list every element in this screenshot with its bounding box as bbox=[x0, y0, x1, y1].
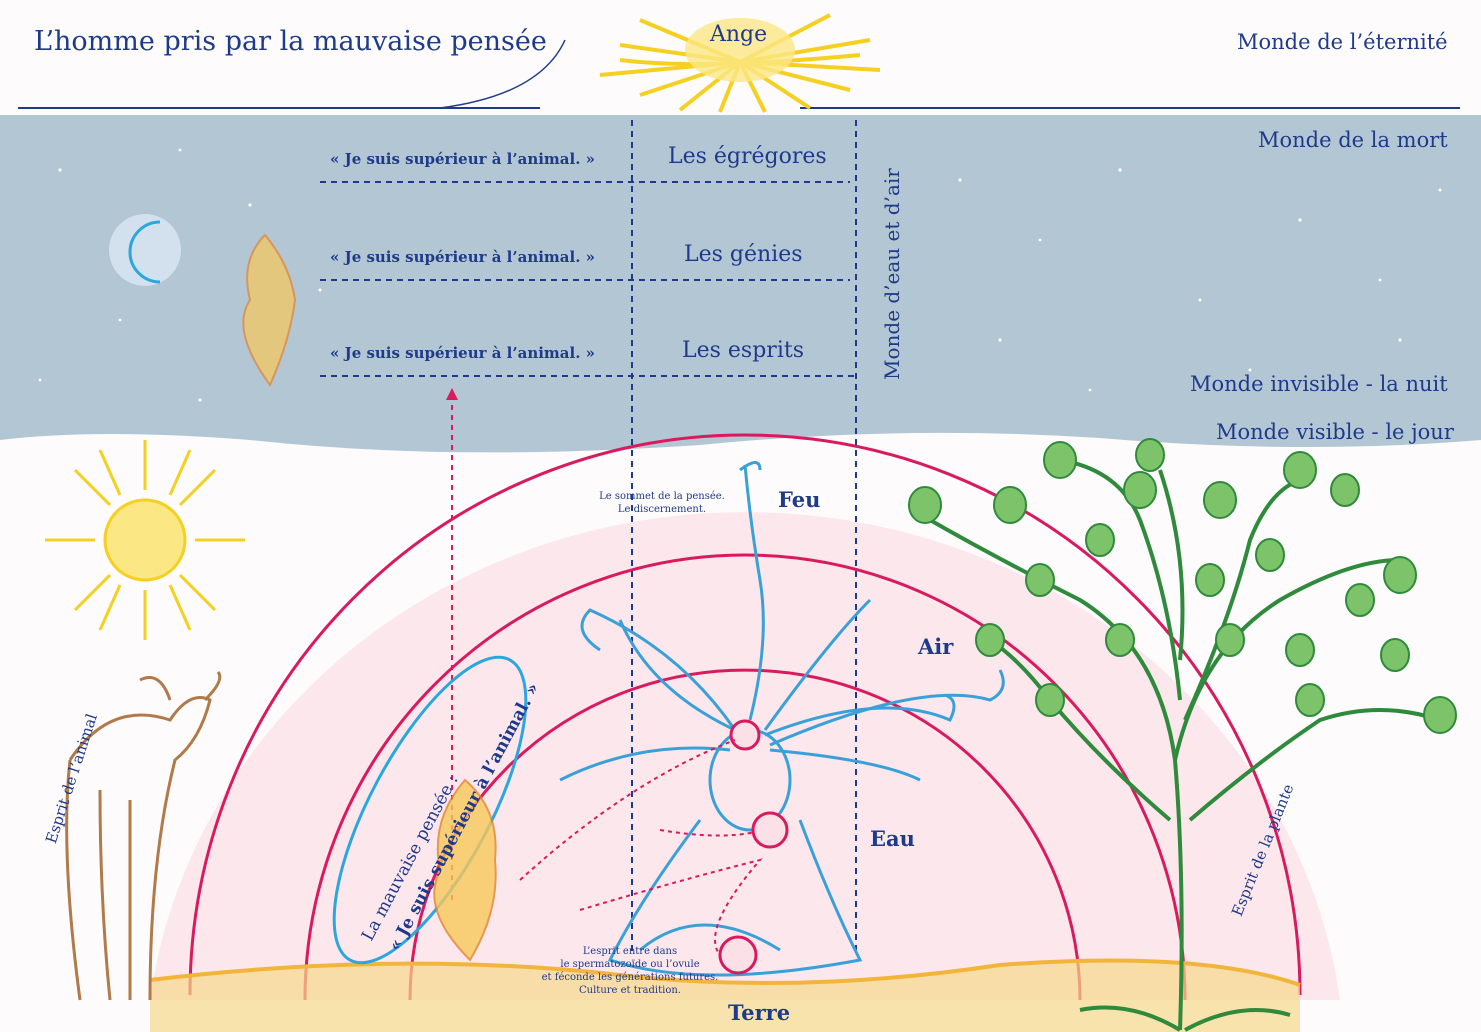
seed-note: L’esprit entre dans le spermatozoïde ou … bbox=[540, 945, 720, 997]
world-invisible-label: Monde invisible - la nuit bbox=[1190, 372, 1448, 396]
world-death-label: Monde de la mort bbox=[1258, 128, 1448, 152]
page-title: L’homme pris par la mauvaise pensée bbox=[34, 26, 547, 57]
beings-egregores: Les égrégores bbox=[668, 144, 827, 169]
element-earth-label: Terre bbox=[728, 1000, 790, 1025]
moon-icon bbox=[109, 214, 181, 286]
element-water-label: Eau bbox=[870, 826, 915, 851]
quote-egregores: « Je suis supérieur à l’animal. » bbox=[330, 150, 595, 168]
sun-left bbox=[45, 440, 245, 640]
element-fire-label: Feu bbox=[778, 487, 820, 512]
beings-genies: Les génies bbox=[684, 242, 803, 267]
summit-note: Le sommet de la pensée. Le discernement. bbox=[582, 490, 742, 516]
angel-label: Ange bbox=[710, 22, 767, 47]
element-air-label: Air bbox=[918, 634, 953, 659]
world-water-air-label: Monde d’eau et d’air bbox=[880, 168, 904, 380]
quote-genies: « Je suis supérieur à l’animal. » bbox=[330, 248, 595, 266]
world-visible-label: Monde visible - le jour bbox=[1216, 420, 1454, 444]
beings-esprits: Les esprits bbox=[682, 338, 804, 363]
world-eternity-label: Monde de l’éternité bbox=[1237, 30, 1448, 54]
quote-esprits: « Je suis supérieur à l’animal. » bbox=[330, 344, 595, 362]
